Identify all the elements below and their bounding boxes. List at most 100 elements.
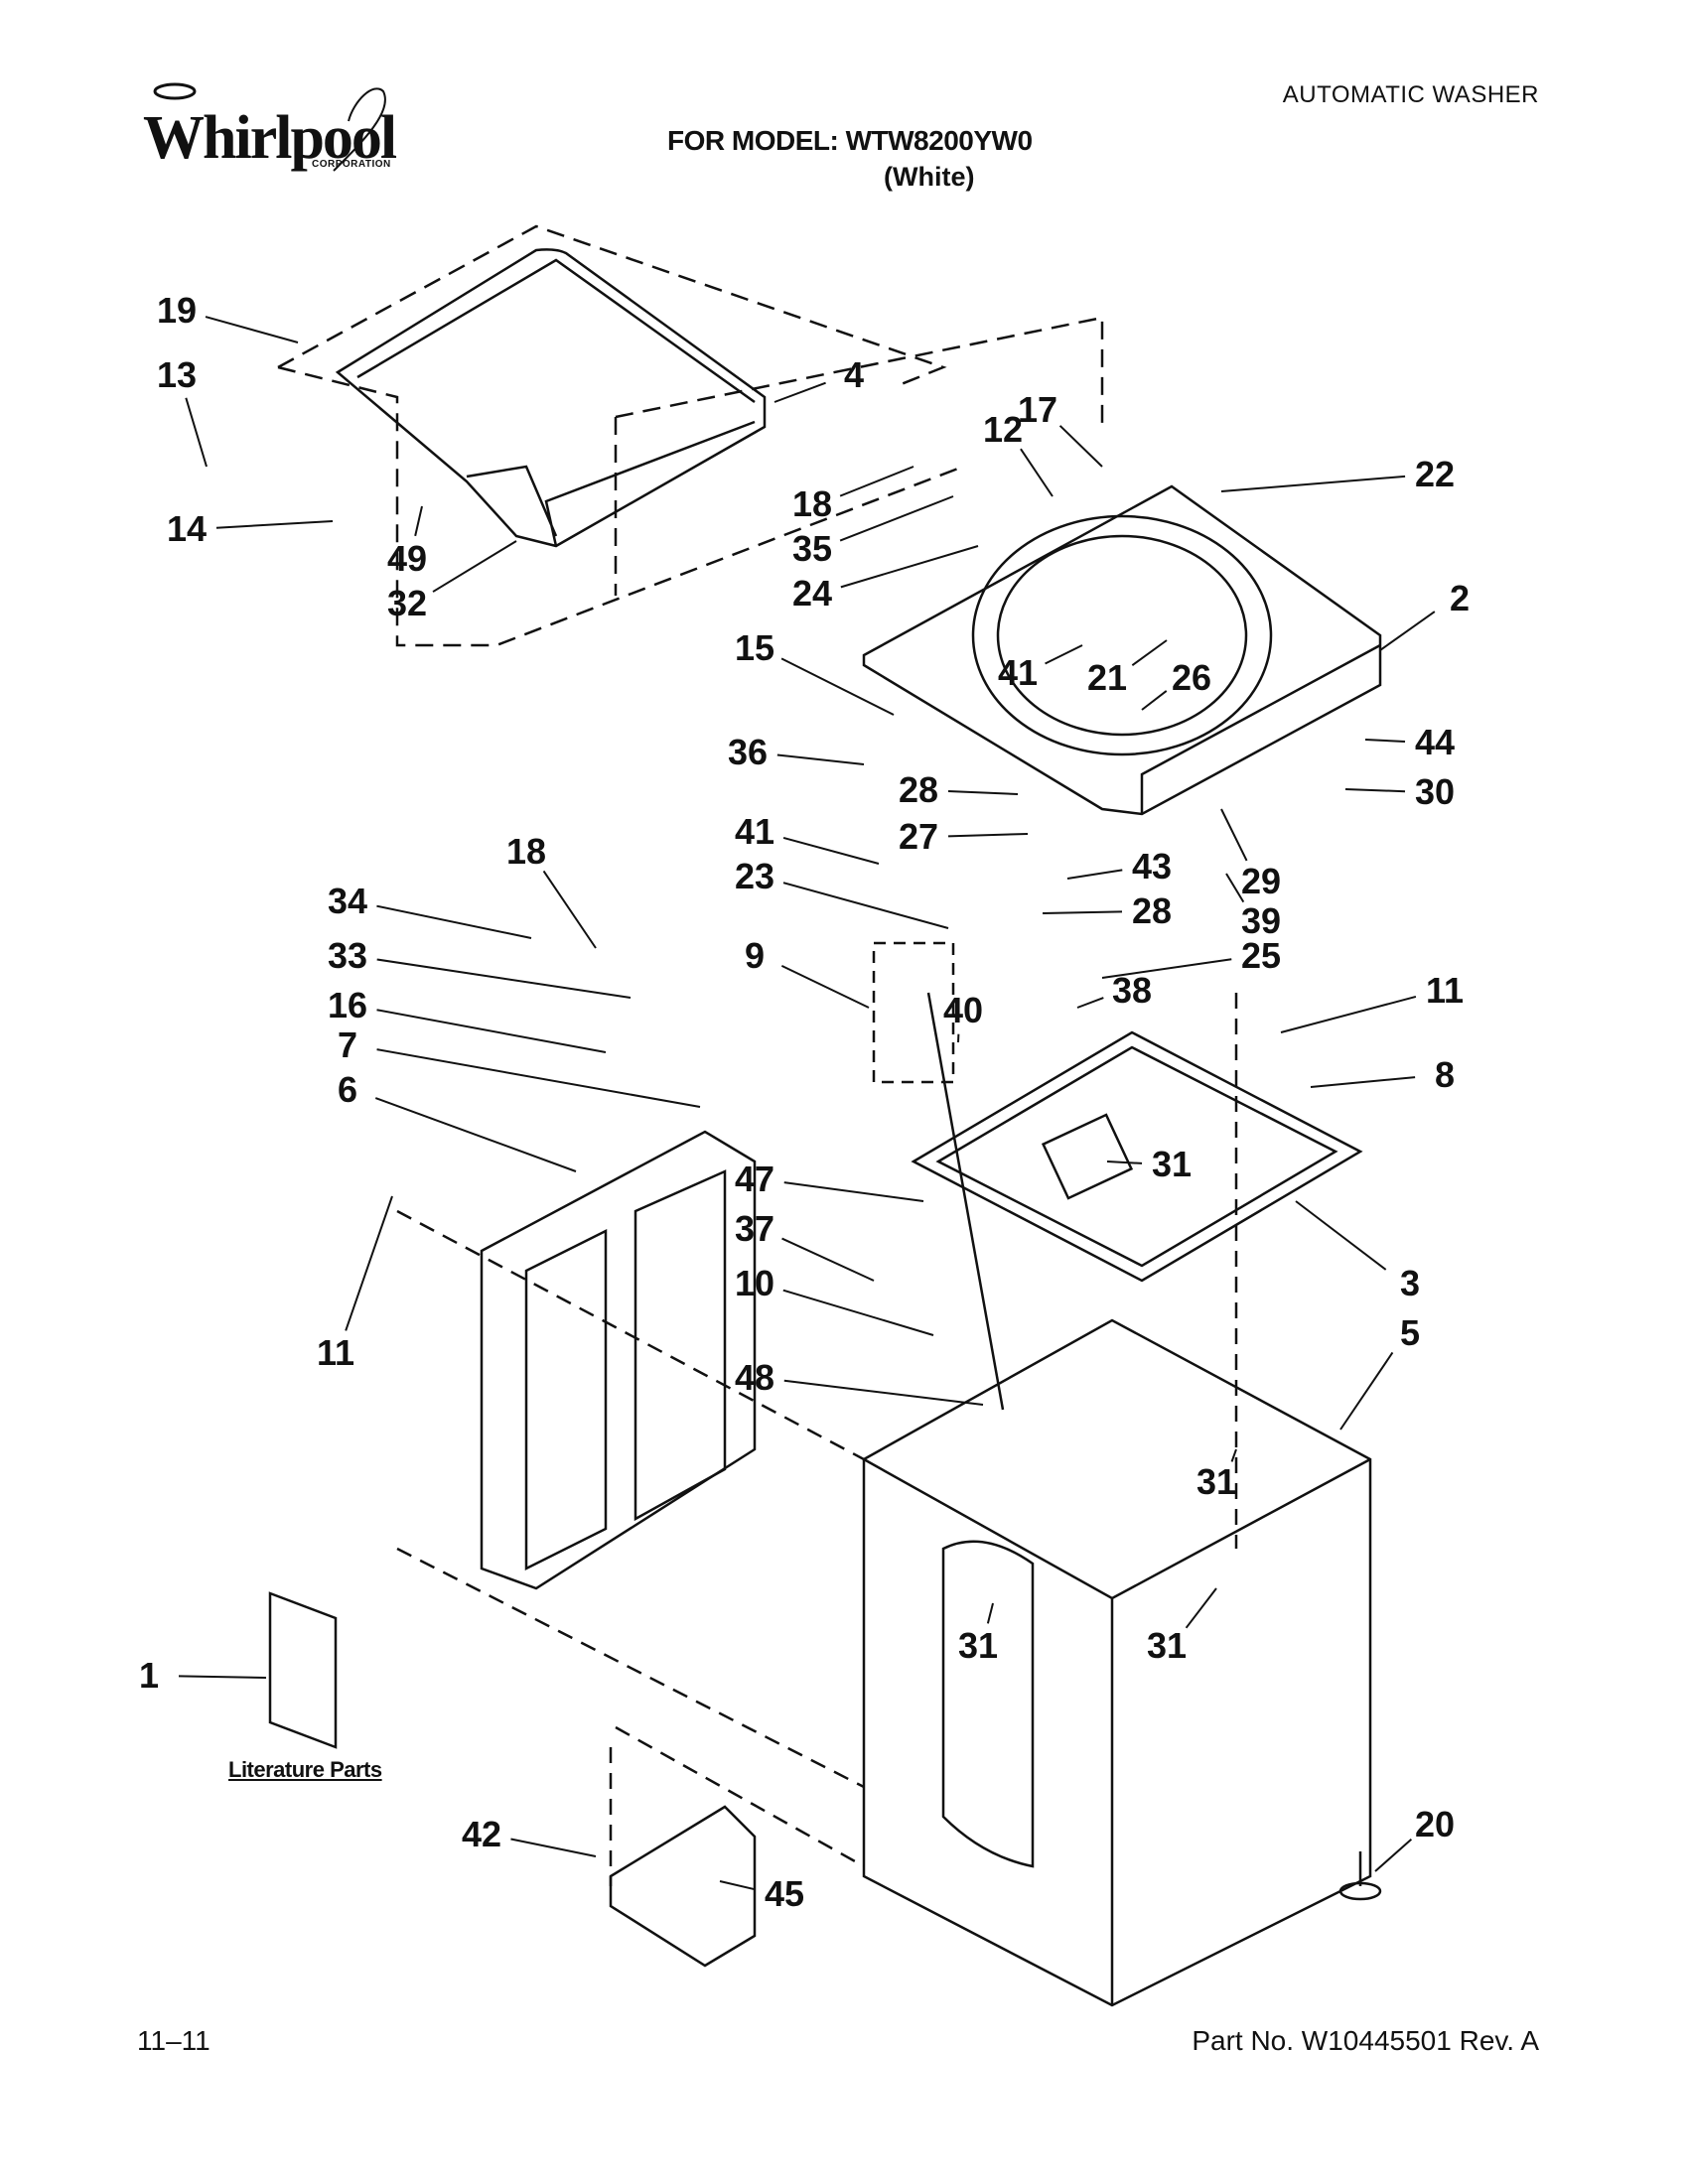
- callout-20: 20: [1415, 1804, 1455, 1844]
- lid-hinge-area: [466, 420, 756, 547]
- tub-opening-inner: [996, 534, 1248, 737]
- product-type: AUTOMATIC WASHER: [1282, 81, 1539, 108]
- leader-lines: [178, 316, 1436, 1891]
- callout-18: 18: [792, 483, 832, 524]
- rear-panel-window-right: [633, 1169, 727, 1522]
- leader-line-3: [1295, 1200, 1387, 1271]
- leader-line-24: [840, 545, 979, 589]
- leader-line-6: [374, 1097, 577, 1172]
- callout-19: 19: [157, 290, 197, 331]
- callout-1: 1: [139, 1655, 159, 1696]
- callout-4: 4: [844, 354, 864, 395]
- brand-subtitle: CORPORATION: [312, 159, 391, 170]
- leader-line-48: [783, 1379, 984, 1406]
- leader-line-15: [780, 657, 895, 716]
- callout-40: 40: [943, 990, 983, 1030]
- callout-10: 10: [735, 1263, 774, 1303]
- callout-39: 39: [1241, 900, 1281, 941]
- callout-49: 49: [387, 538, 427, 579]
- logo-swirl: [153, 82, 386, 172]
- leader-line-39: [1225, 873, 1245, 903]
- leader-line-20: [1374, 1839, 1413, 1872]
- leader-line-13: [185, 397, 208, 468]
- callout-18: 18: [506, 831, 546, 872]
- leader-line-23: [782, 882, 949, 929]
- lid-group-outline: [277, 224, 964, 647]
- callout-3: 3: [1400, 1263, 1420, 1303]
- callout-29: 29: [1241, 861, 1281, 901]
- leader-line-47: [783, 1181, 924, 1202]
- leader-line-21: [1131, 639, 1168, 666]
- callout-33: 33: [328, 935, 367, 976]
- callout-43: 43: [1132, 846, 1172, 887]
- leader-line-16: [376, 1009, 607, 1053]
- callout-41: 41: [998, 652, 1038, 693]
- leader-line-12: [1020, 448, 1054, 497]
- callout-32: 32: [387, 583, 427, 623]
- callout-16: 16: [328, 985, 367, 1025]
- leader-line-19: [205, 316, 299, 343]
- leader-line-42: [510, 1838, 597, 1857]
- callout-25: 25: [1241, 935, 1281, 976]
- leader-line-43: [1066, 869, 1123, 880]
- callout-31: 31: [1147, 1625, 1187, 1666]
- leader-line-30: [1344, 788, 1406, 793]
- footer-date: 11–11: [137, 2025, 211, 2056]
- callout-44: 44: [1415, 722, 1455, 762]
- callout-45: 45: [765, 1873, 804, 1914]
- leader-line-33: [376, 958, 632, 999]
- leader-line-27: [947, 833, 1029, 838]
- callout-27: 27: [899, 816, 938, 857]
- leader-line-7: [376, 1048, 701, 1108]
- literature-parts-label: Literature Parts: [228, 1757, 382, 1782]
- leader-line-1: [178, 1675, 267, 1679]
- whirlpool-logo: Whirlpool CORPORATION: [135, 81, 403, 176]
- leader-line-49: [414, 505, 423, 537]
- leader-line-34: [376, 904, 532, 939]
- callout-8: 8: [1435, 1054, 1455, 1095]
- leader-line-11: [1280, 995, 1417, 1033]
- cabinet-top-frame: [911, 1030, 1363, 1283]
- leader-line-5: [1339, 1351, 1394, 1431]
- footer-part-number: Part No. W10445501 Rev. A: [1192, 2025, 1539, 2056]
- suspension-rod: [926, 992, 1005, 1411]
- model-variant: (White): [884, 162, 975, 192]
- callout-31: 31: [1152, 1144, 1192, 1184]
- leader-line-35: [839, 495, 954, 542]
- callout-37: 37: [735, 1208, 774, 1249]
- cabinet-top-frame-inner: [935, 1045, 1338, 1268]
- callout-28: 28: [899, 769, 938, 810]
- callout-2: 2: [1450, 578, 1470, 618]
- cabinet-edges: [863, 1457, 1371, 2005]
- rear-panel-part: [480, 1130, 757, 1590]
- callout-13: 13: [157, 354, 197, 395]
- callout-17: 17: [1018, 389, 1057, 430]
- connector-lines: [396, 1209, 865, 1886]
- leader-line-26: [1141, 690, 1168, 711]
- model-number: FOR MODEL: WTW8200YW0: [667, 125, 1033, 156]
- leader-line-31: [1230, 1448, 1237, 1462]
- top-panel-front-edge: [1140, 643, 1381, 814]
- leader-line-11: [345, 1195, 393, 1331]
- diagram-drawing: [268, 224, 1382, 2007]
- literature-book: [268, 1591, 338, 1749]
- leader-line-9: [780, 964, 870, 1009]
- leader-line-37: [781, 1237, 875, 1282]
- leader-line-41: [782, 836, 880, 865]
- callout-11: 11: [1426, 970, 1464, 1011]
- leader-line-44: [1364, 739, 1406, 743]
- callout-12: 12: [983, 409, 1023, 450]
- callout-34: 34: [328, 881, 367, 921]
- callout-36: 36: [728, 732, 768, 772]
- callout-48: 48: [735, 1357, 774, 1398]
- callout-28: 28: [1132, 890, 1172, 931]
- callout-41: 41: [735, 811, 774, 852]
- leader-line-29: [1220, 808, 1248, 862]
- callout-22: 22: [1415, 454, 1455, 494]
- callout-26: 26: [1172, 657, 1211, 698]
- callout-5: 5: [1400, 1312, 1420, 1353]
- leader-line-31: [1185, 1587, 1217, 1629]
- leader-line-18: [839, 466, 914, 497]
- leader-line-31: [1106, 1160, 1143, 1164]
